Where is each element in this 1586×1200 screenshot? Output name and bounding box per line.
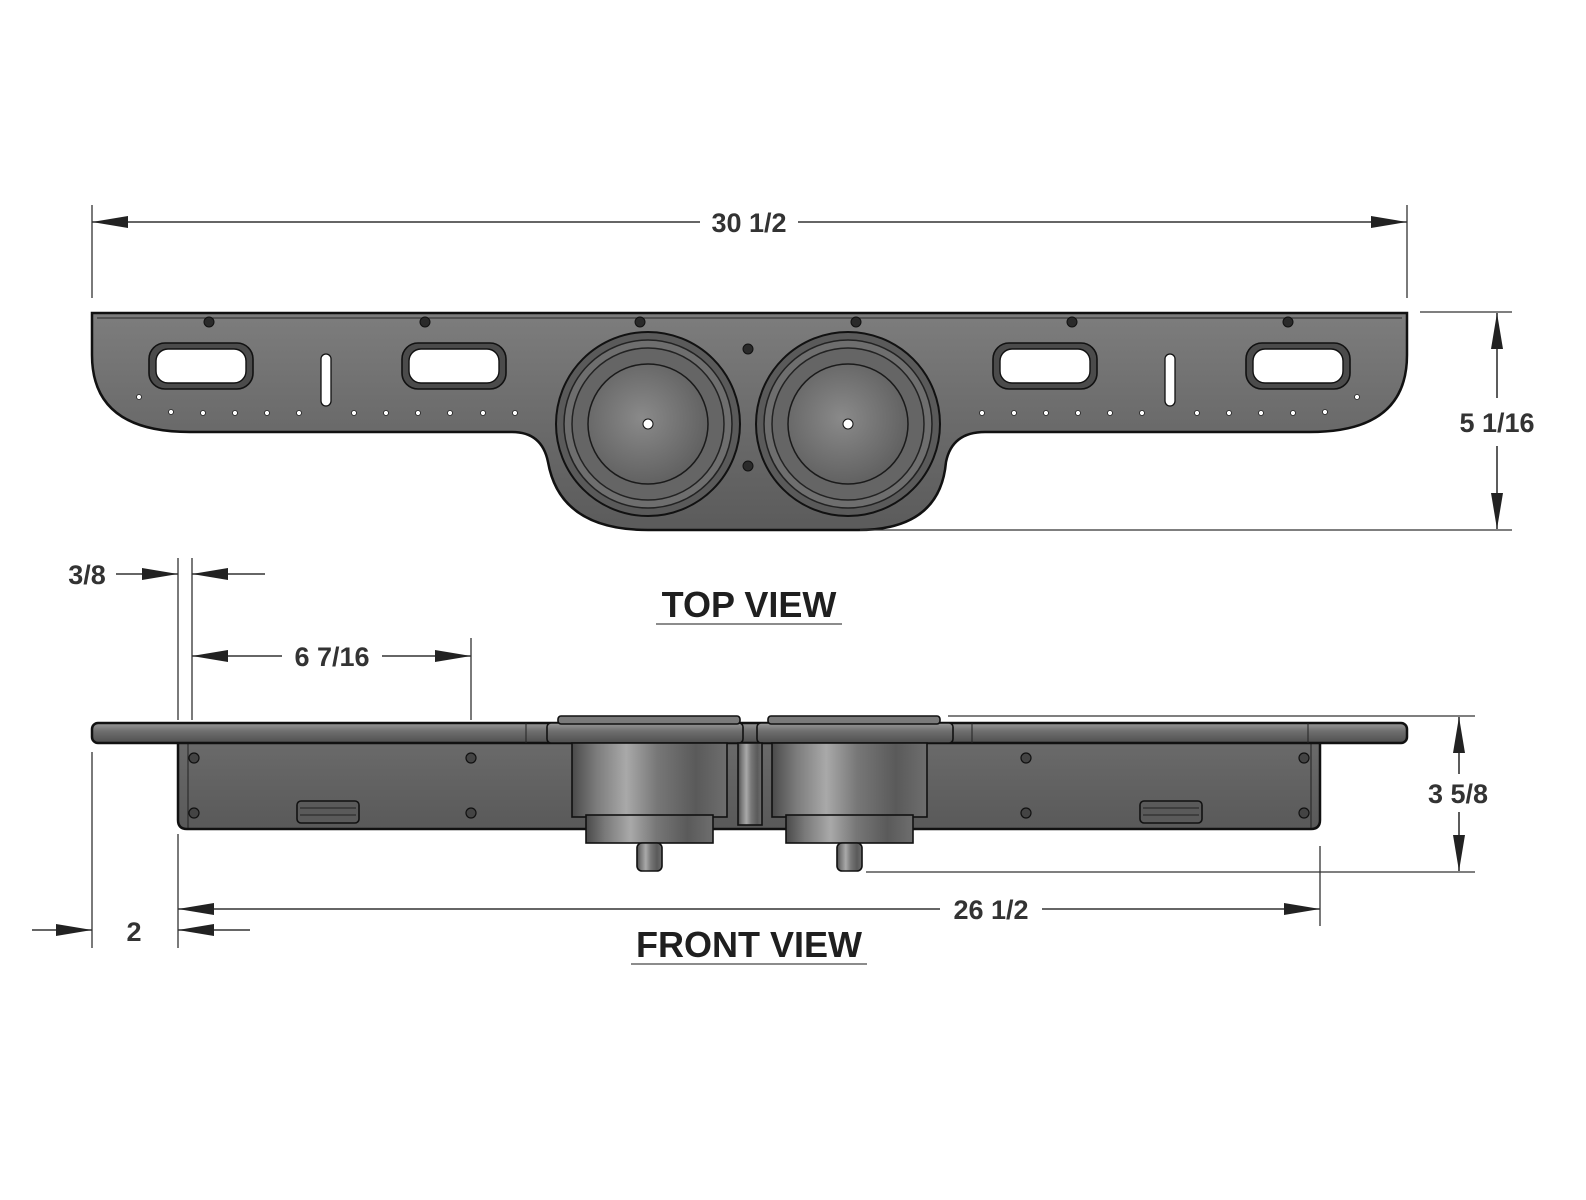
top-slots: [148, 342, 1351, 407]
dimension-overall-width: 30 1/2: [91, 205, 1408, 298]
dimension-top-depth: 5 1/16: [860, 311, 1535, 531]
dim-top-depth-label: 5 1/16: [1459, 408, 1534, 438]
top-view: 30 1/2 5 1/16 TOP VIEW: [90, 205, 1535, 625]
front-cup-right: [771, 742, 928, 872]
dim-base-length-label: 26 1/2: [953, 895, 1028, 925]
dim-overhang-label: 2: [126, 917, 141, 947]
dimension-flange-offset: 3/8: [68, 558, 265, 720]
top-small-holes: [136, 394, 1360, 416]
dimension-overhang: 2: [32, 752, 250, 948]
front-latches: [296, 800, 1203, 824]
dim-flange-offset-label: 3/8: [68, 560, 106, 590]
front-view: 3/8 6 7/16 3 5/8 26 1/2: [32, 558, 1488, 965]
dimension-base-length: 26 1/2: [177, 834, 1321, 948]
front-cup-left: [571, 742, 728, 872]
dim-overall-width-label: 30 1/2: [711, 208, 786, 238]
front-screws: [188, 752, 1310, 819]
top-screws: [203, 316, 1294, 472]
top-cup-right: [755, 331, 941, 517]
front-view-title: FRONT VIEW: [636, 924, 862, 965]
dimension-front-height: 3 5/8: [866, 715, 1488, 873]
dimension-mount-spacing: 6 7/16: [192, 638, 472, 720]
dim-mount-spacing-label: 6 7/16: [294, 642, 369, 672]
front-top-plate: [90, 721, 1409, 745]
dim-front-height-label: 3 5/8: [1428, 779, 1488, 809]
top-cup-left: [555, 331, 741, 517]
top-view-title: TOP VIEW: [662, 584, 837, 625]
